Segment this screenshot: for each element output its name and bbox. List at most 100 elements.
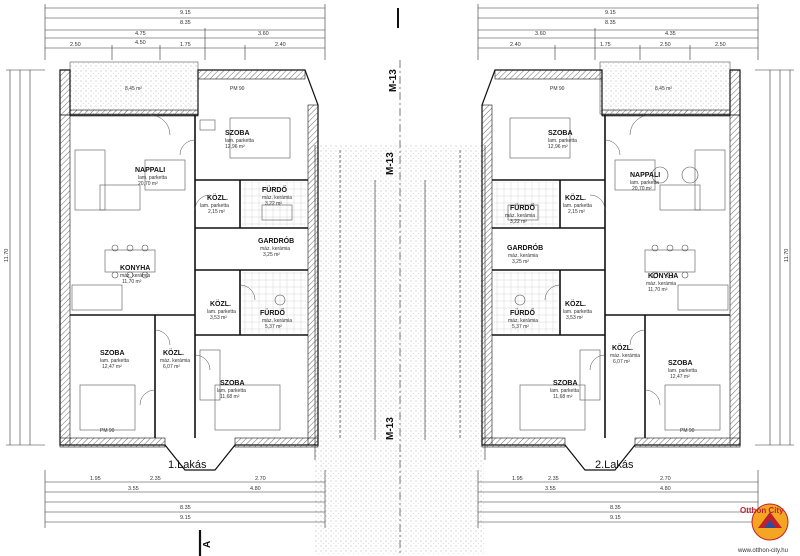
terrace-right	[599, 61, 731, 115]
dim-top-left-1: 3.60	[258, 31, 269, 37]
dim-bottom-right-4: 4.80	[660, 486, 671, 492]
room-floor: máz. kerámia	[508, 318, 538, 324]
room-floor: máz. kerámia	[610, 353, 640, 359]
room-area: 12,47 m²	[102, 364, 122, 370]
section-arrow-a: A	[198, 530, 213, 556]
right-vertical-dimensions	[755, 69, 794, 446]
dim-top-right-2: 2.40	[510, 42, 521, 48]
room-label: FÜRDŐ	[510, 203, 535, 212]
room-floor: lam. parketta	[217, 388, 246, 394]
room-area: 11,70 m²	[648, 287, 668, 293]
room-floor: máz. kerámia	[262, 318, 292, 324]
room-area: 3,25 m²	[263, 252, 280, 258]
dim-top-left-3: 2.50	[70, 42, 81, 48]
room-floor: lam. parketta	[138, 175, 167, 181]
room-label: NAPPALI	[630, 172, 660, 179]
room-area: 3,22 m²	[265, 201, 282, 207]
section-label-mid: M-13	[385, 152, 396, 175]
unit-right: 8,45 m²	[481, 61, 741, 471]
room-label: KONYHA	[120, 265, 150, 272]
dim-bottom-right-2: 2.70	[660, 476, 671, 482]
room-floor: lam. parketta	[630, 180, 659, 186]
otthon-city-logo: Otthon City www.otthon-city.hu	[737, 503, 789, 554]
room-area: 11,70 m²	[122, 279, 142, 285]
room-area: 3,53 m²	[566, 315, 583, 321]
room-label: KÖZL.	[612, 343, 633, 352]
room-floor: lam. parketta	[100, 358, 129, 364]
room-area: 2,15 m²	[568, 209, 585, 215]
dim-top-right-4: 2.50	[660, 42, 671, 48]
dim-width-a-right: 9.15	[605, 10, 616, 16]
dim-top-left-5: 1.75	[180, 42, 191, 48]
unit-left: 8,45 m²	[59, 61, 319, 471]
room-label: SZOBA	[668, 360, 693, 367]
room-label: KÖZL.	[207, 193, 228, 202]
dim-width-b-right: 8.35	[605, 20, 616, 26]
room-label: SZOBA	[220, 380, 245, 387]
room-floor: lam. parketta	[668, 368, 697, 374]
room-label: FÜRDŐ	[262, 185, 287, 194]
dim-bottom-right-3: 3.55	[545, 486, 556, 492]
top-dimensions-left	[44, 4, 326, 60]
unit-label-right: 2.Lakás	[595, 459, 634, 471]
dim-top-left-0: 4.75	[135, 31, 146, 37]
dim-bottom-left-3: 3.55	[128, 486, 139, 492]
room-area: 3,22 m²	[510, 219, 527, 225]
room-floor: lam. parketta	[563, 309, 592, 315]
room-area: 5,37 m²	[512, 324, 529, 330]
room-area: 2,15 m²	[208, 209, 225, 215]
dim-top-right-1: 4.35	[665, 31, 676, 37]
room-floor: máz. kerámia	[508, 253, 538, 259]
terrace-right-area: 8,45 m²	[655, 86, 672, 92]
dim-bottom-right-5: 8.35	[610, 505, 621, 511]
room-label: FÜRDŐ	[260, 308, 285, 317]
dim-bottom-left-4: 4.80	[250, 486, 261, 492]
window-label: PM 90	[230, 86, 245, 92]
room-area: 12,96 m²	[225, 144, 245, 150]
dim-top-left-2: 4.50	[135, 40, 146, 46]
dim-height-right: 11.70	[784, 249, 790, 262]
room-area: 11,68 m²	[553, 394, 573, 400]
room-floor: lam. parketta	[548, 138, 577, 144]
logo-brand: Otthon City	[740, 506, 784, 515]
room-floor: lam. parketta	[225, 138, 254, 144]
dim-top-right-5: 2.50	[715, 42, 726, 48]
room-floor: lam. parketta	[200, 203, 229, 209]
room-label: KÖZL.	[163, 348, 184, 357]
room-area: 5,37 m²	[265, 324, 282, 330]
svg-text:A: A	[202, 541, 213, 548]
window-label: PM 90	[100, 428, 115, 434]
top-dimensions-right	[477, 4, 759, 60]
left-vertical-dimensions	[6, 69, 45, 446]
room-floor: lam. parketta	[550, 388, 579, 394]
dim-bottom-right-0: 1.95	[512, 476, 523, 482]
room-floor: lam. parketta	[563, 203, 592, 209]
window-label: PM 90	[680, 428, 695, 434]
dim-bottom-right-6: 9.15	[610, 515, 621, 521]
room-floor: máz. kerámia	[505, 213, 535, 219]
room-label: NAPPALI	[135, 167, 165, 174]
window-label: PM 90	[550, 86, 565, 92]
room-floor: máz. kerámia	[262, 195, 292, 201]
dim-bottom-left-6: 9.15	[180, 515, 191, 521]
room-area: 6,07 m²	[613, 359, 630, 365]
room-area: 12,96 m²	[548, 144, 568, 150]
room-area: 3,53 m²	[210, 315, 227, 321]
room-label: GARDRÓB	[507, 243, 543, 252]
room-label: KÖZL.	[565, 193, 586, 202]
room-area: 20,70 m²	[138, 181, 158, 187]
section-label-top: M-13	[388, 69, 399, 92]
room-label: KONYHA	[648, 273, 678, 280]
dim-bottom-left-1: 2.35	[150, 476, 161, 482]
logo-url: www.otthon-city.hu	[737, 548, 788, 554]
room-label: FÜRDŐ	[510, 308, 535, 317]
terrace-left-area: 8,45 m²	[125, 86, 142, 92]
room-floor: máz. kerámia	[160, 358, 190, 364]
unit-label-left: 1.Lakás	[168, 459, 207, 471]
room-label: SZOBA	[225, 130, 250, 137]
room-area: 12,47 m²	[670, 374, 690, 380]
rooms-right: SZOBA lam. parketta 12,96 m² NAPPALI lam…	[505, 130, 697, 400]
room-floor: máz. kerámia	[260, 246, 290, 252]
